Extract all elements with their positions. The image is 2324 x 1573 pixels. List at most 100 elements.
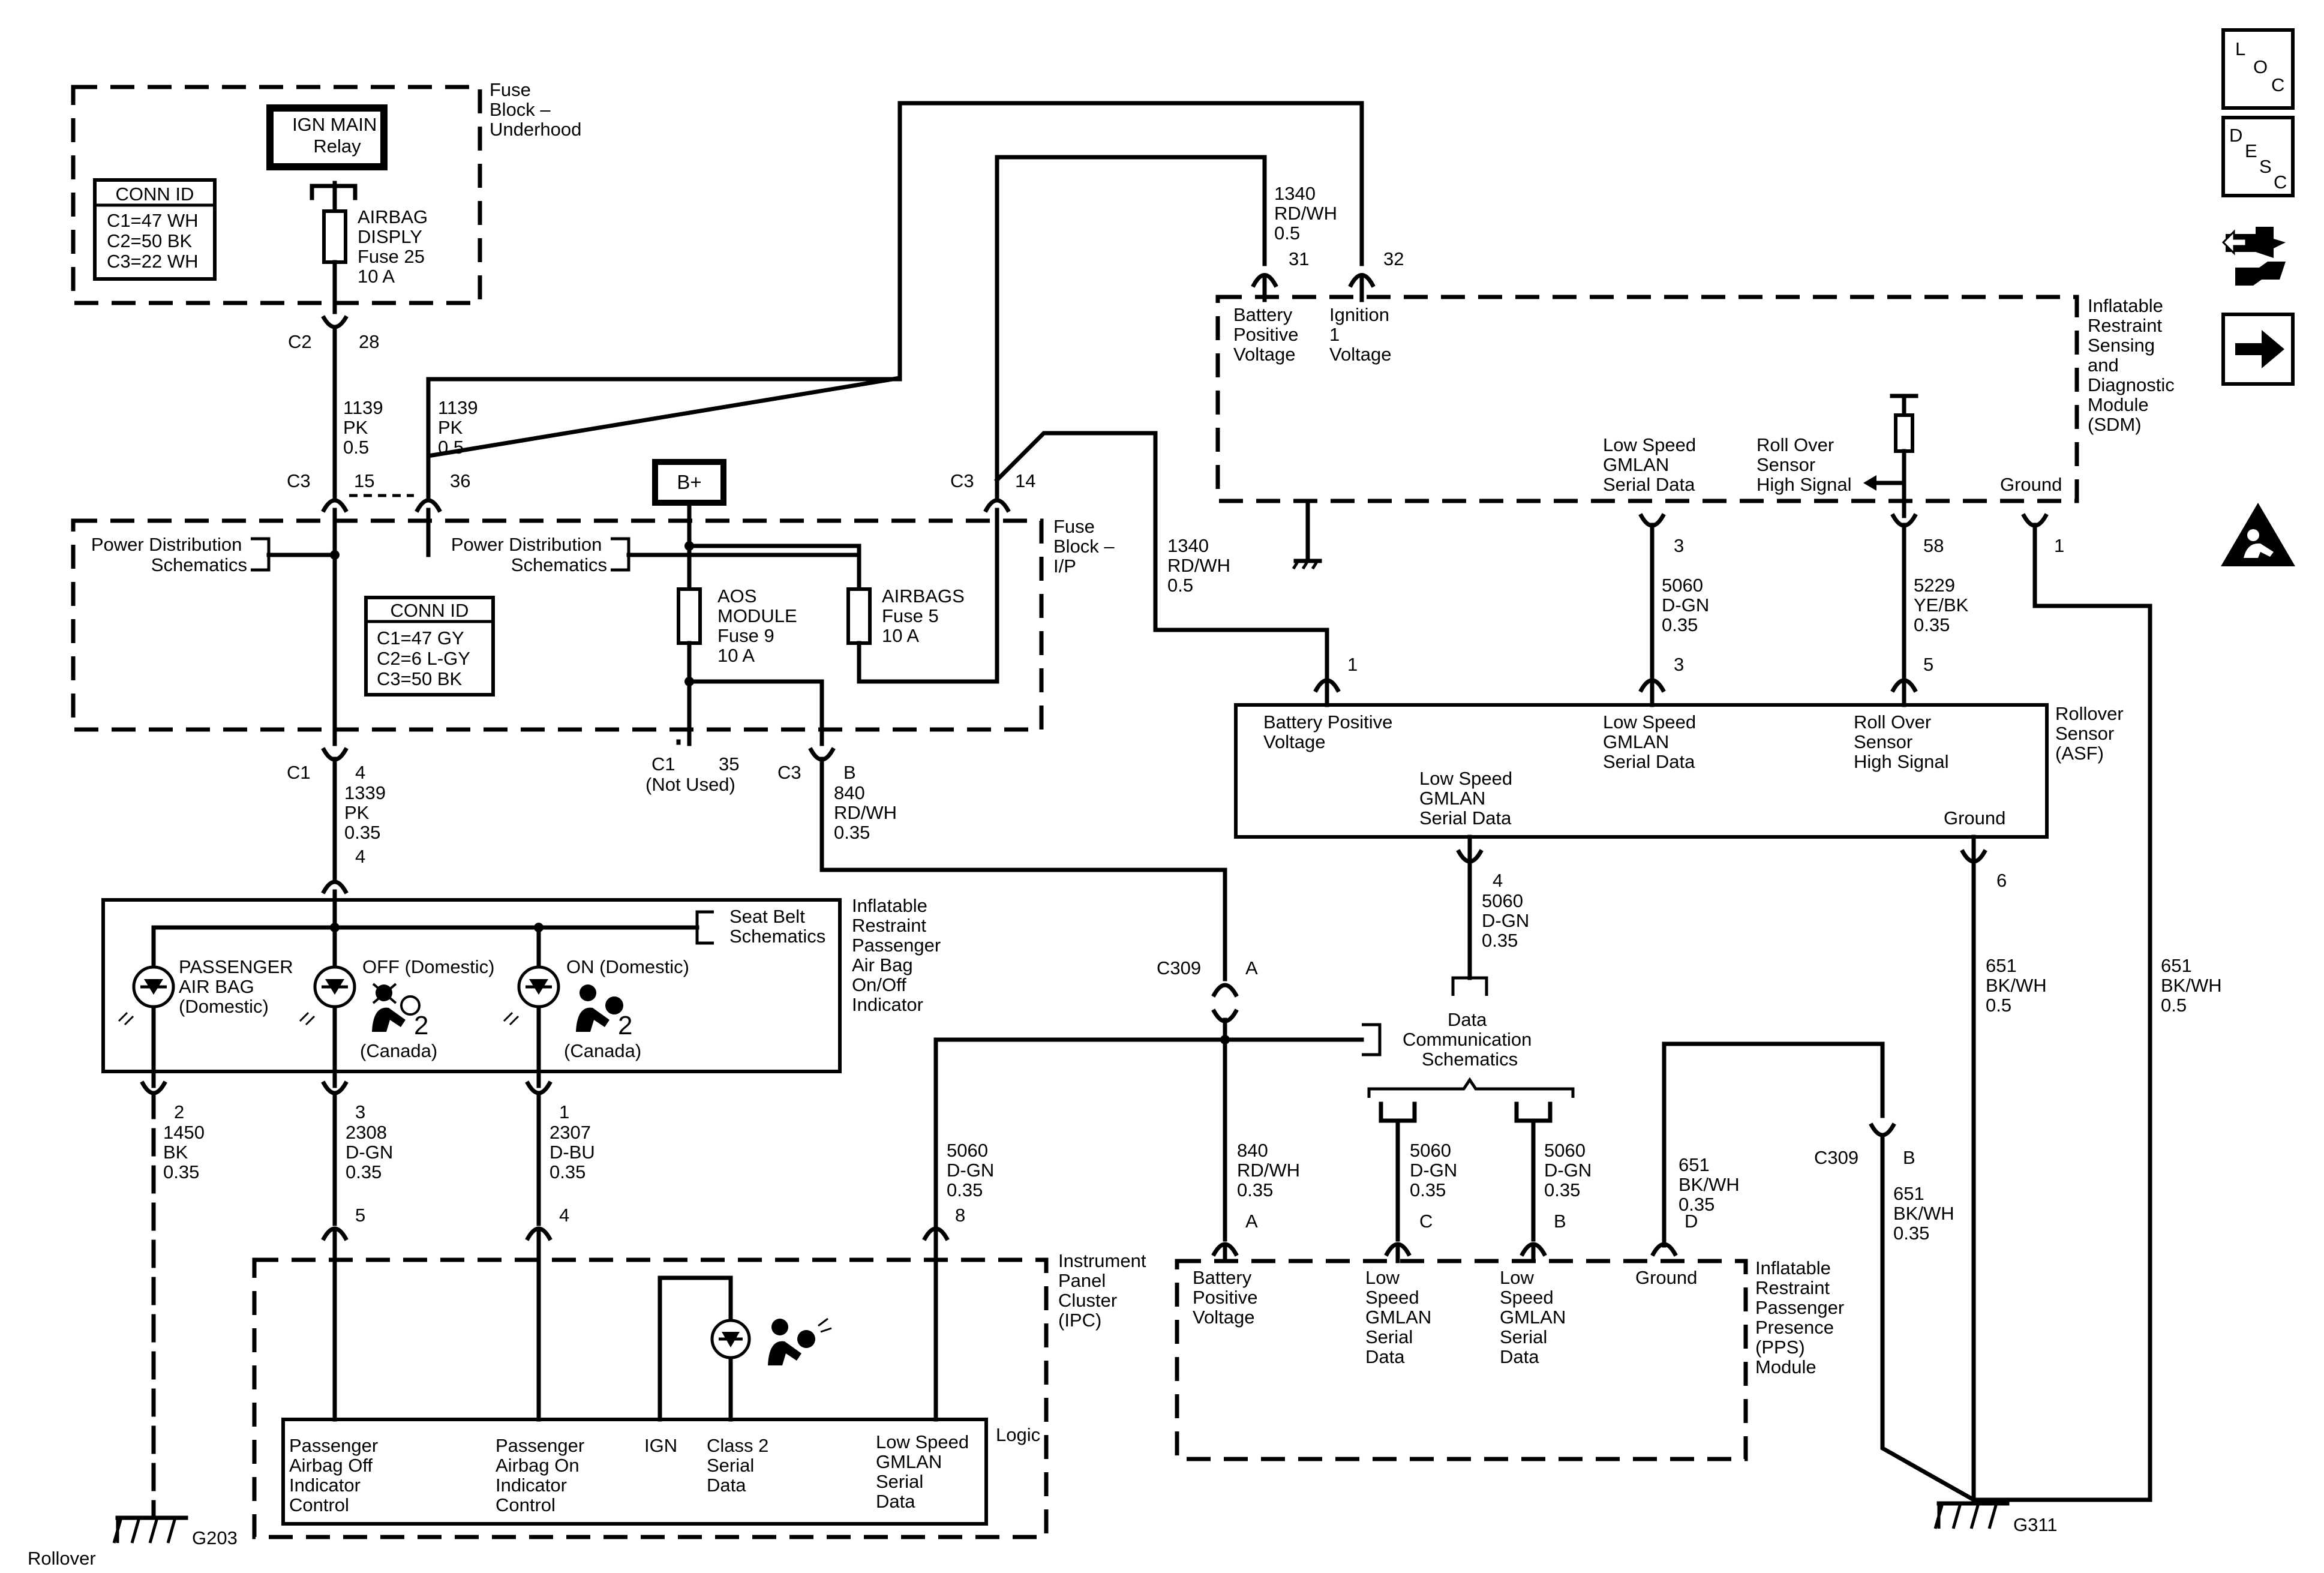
pps-label: Inflatable Restraint Passenger Presence … xyxy=(1755,1257,1849,1377)
wire-840-top: 840 RD/WH 0.35 xyxy=(834,782,902,843)
airbag-on-icon xyxy=(576,984,623,1032)
svg-text:A: A xyxy=(1245,1211,1258,1232)
svg-text:1: 1 xyxy=(2054,535,2064,556)
svg-text:L: L xyxy=(2235,38,2245,59)
c3-label: C3 xyxy=(287,470,311,491)
asf-gmlan-bottom: Low Speed GMLAN Serial Data xyxy=(1419,768,1518,828)
ipc-label: Instrument Panel Cluster (IPC) xyxy=(1058,1250,1151,1331)
on-domestic-label: ON (Domestic) xyxy=(566,956,689,977)
svg-text:2: 2 xyxy=(414,1011,428,1040)
fuse-block-ip: Fuse Block – I/P Power Distribution Sche… xyxy=(71,459,1119,746)
svg-text:A: A xyxy=(1245,957,1258,978)
connector-icon[interactable] xyxy=(2221,227,2286,286)
svg-text:S: S xyxy=(2259,156,2272,177)
indicator-label: Inflatable Restraint Passenger Air Bag O… xyxy=(852,895,946,1015)
svg-text:B: B xyxy=(1554,1211,1566,1232)
svg-text:28: 28 xyxy=(359,331,379,352)
svg-text:15: 15 xyxy=(354,470,374,491)
ign-main-relay-label: IGN MAIN Relay xyxy=(292,114,382,157)
svg-text:(Canada): (Canada) xyxy=(564,1040,641,1061)
pps-battery-voltage: Battery Positive Voltage xyxy=(1193,1267,1263,1328)
svg-text:Ground: Ground xyxy=(1635,1267,1697,1288)
wire-5229: 5229 YE/BK 0.35 xyxy=(1914,575,1974,635)
conn-id-ip-values: C1=47 GY C2=6 L-GY C3=50 BK xyxy=(377,628,475,689)
ipc-passenger-on: Passenger Airbag On Indicator Control xyxy=(496,1435,590,1515)
fuse-aos-label: AOS MODULE Fuse 9 10 A xyxy=(717,586,802,666)
wire-1139-left: 1139 PK 0.5 xyxy=(343,397,388,458)
wire-1340-mid: 1340 RD/WH 0.5 xyxy=(1167,535,1236,596)
svg-text:E: E xyxy=(2245,140,2257,161)
pps-gmlan-c: Low Speed GMLAN Serial Data xyxy=(1365,1267,1437,1367)
wire-651-sdm: 651 BK/WH 0.5 xyxy=(2161,955,2227,1016)
data-comm-schematics: Data Communication Schematics xyxy=(1403,1009,1537,1070)
svg-text:35: 35 xyxy=(719,754,739,775)
passenger-airbag-label: PASSENGER AIR BAG (Domestic) xyxy=(179,956,298,1017)
wire-2308: 2308 D-GN 0.35 xyxy=(346,1122,398,1182)
fuse-block-underhood-label: Fuse Block – Underhood xyxy=(490,79,581,140)
wire-651-pps: 651 BK/WH 0.35 xyxy=(1679,1154,1744,1215)
sdm-battery-voltage: Battery Positive Voltage xyxy=(1233,304,1304,365)
rollover-sensor-asf: 1 3 5 Rollover Sensor (ASF) Battery Posi… xyxy=(1234,654,2124,839)
svg-text:Ground: Ground xyxy=(1944,807,2005,828)
svg-text:36: 36 xyxy=(450,470,470,491)
c2-label: C2 xyxy=(288,331,312,352)
wire-1340-top: 1340 RD/WH 0.5 xyxy=(1274,183,1343,244)
svg-text:5: 5 xyxy=(355,1205,365,1226)
svg-text:B: B xyxy=(843,762,856,783)
ground-g311-icon xyxy=(1933,1501,2010,1529)
arrow-icon[interactable] xyxy=(2221,313,2295,386)
svg-text:4: 4 xyxy=(355,762,365,783)
wire-2307: 2307 D-BU 0.35 xyxy=(550,1122,600,1182)
svg-text:IGN: IGN xyxy=(644,1435,677,1456)
desc-icon[interactable]: D E S C xyxy=(2221,116,2295,197)
svg-text:B: B xyxy=(1903,1147,1915,1168)
warning-icon[interactable] xyxy=(2221,503,2295,566)
wire-651-c309: 651 BK/WH 0.35 xyxy=(1893,1183,1959,1244)
svg-text:C1: C1 xyxy=(651,754,675,775)
airbag-off-icon xyxy=(372,983,421,1032)
svg-text:CONN ID: CONN ID xyxy=(391,600,469,621)
svg-text:(Not Used): (Not Used) xyxy=(645,774,735,795)
ipc-gmlan: Low Speed GMLAN Serial Data xyxy=(876,1431,974,1512)
power-dist-left: Power Distribution Schematics xyxy=(91,534,247,575)
svg-text:6: 6 xyxy=(1996,870,2007,891)
conn-id-ip xyxy=(364,596,495,697)
passenger-airbag-indicator: Inflatable Restraint Passenger Air Bag O… xyxy=(101,889,946,1074)
wire-840-bottom: 840 RD/WH 0.35 xyxy=(1237,1140,1305,1200)
svg-text:2: 2 xyxy=(174,1101,184,1122)
fuse-9 xyxy=(677,587,702,645)
svg-text:C309: C309 xyxy=(1814,1147,1858,1168)
svg-text:C: C xyxy=(1419,1211,1433,1232)
svg-text:C: C xyxy=(2271,74,2284,95)
asf-rollover: Roll Over Sensor High Signal xyxy=(1854,712,1949,772)
conn-id-title: CONN ID xyxy=(116,184,194,205)
svg-text:G311: G311 xyxy=(2013,1514,2058,1535)
fuse-25-label: AIRBAG DISPLY Fuse 25 10 A xyxy=(358,206,433,287)
svg-text:4: 4 xyxy=(559,1205,569,1226)
sdm-label: Inflatable Restraint Sensing and Diagnos… xyxy=(2088,295,2179,435)
svg-text:5: 5 xyxy=(1923,654,1933,675)
fuse-block-underhood: Fuse Block – Underhood IGN MAIN Relay CO… xyxy=(71,79,581,314)
ipc-passenger-off: Passenger Airbag Off Indicator Control xyxy=(289,1435,383,1515)
svg-text:C3: C3 xyxy=(777,762,801,783)
svg-text:2: 2 xyxy=(618,1011,632,1040)
instrument-panel-cluster: 5 4 8 Instrument Panel Cluster (IPC) Log… xyxy=(252,1205,1151,1539)
off-domestic-label: OFF (Domestic) xyxy=(362,956,494,977)
wire-5060-pps-b: 5060 D-GN 0.35 xyxy=(1544,1140,1597,1200)
wire-5060-ipc: 5060 D-GN 0.35 xyxy=(947,1140,999,1200)
ign-main-relay xyxy=(266,104,388,170)
pps-gmlan-b: Low Speed GMLAN Serial Data xyxy=(1500,1267,1571,1367)
conn-id-underhood xyxy=(93,178,217,281)
fuse-block-ip-label: Fuse Block – I/P xyxy=(1053,516,1119,577)
power-dist-right: Power Distribution Schematics xyxy=(451,534,607,575)
wire-5060-sdm: 5060 D-GN 0.35 xyxy=(1662,575,1715,635)
ipc-class2: Class 2 Serial Data xyxy=(707,1435,774,1496)
svg-text:1: 1 xyxy=(559,1101,569,1122)
wire-651-asf: 651 BK/WH 0.5 xyxy=(1986,955,2052,1016)
loc-icon[interactable]: L O C xyxy=(2221,28,2295,110)
sdm-rollover: Roll Over Sensor High Signal xyxy=(1756,434,1852,495)
svg-text:1: 1 xyxy=(1347,654,1358,675)
svg-text:C309: C309 xyxy=(1157,957,1201,978)
fuse-5 xyxy=(846,587,872,645)
led-icon xyxy=(710,1319,751,1359)
